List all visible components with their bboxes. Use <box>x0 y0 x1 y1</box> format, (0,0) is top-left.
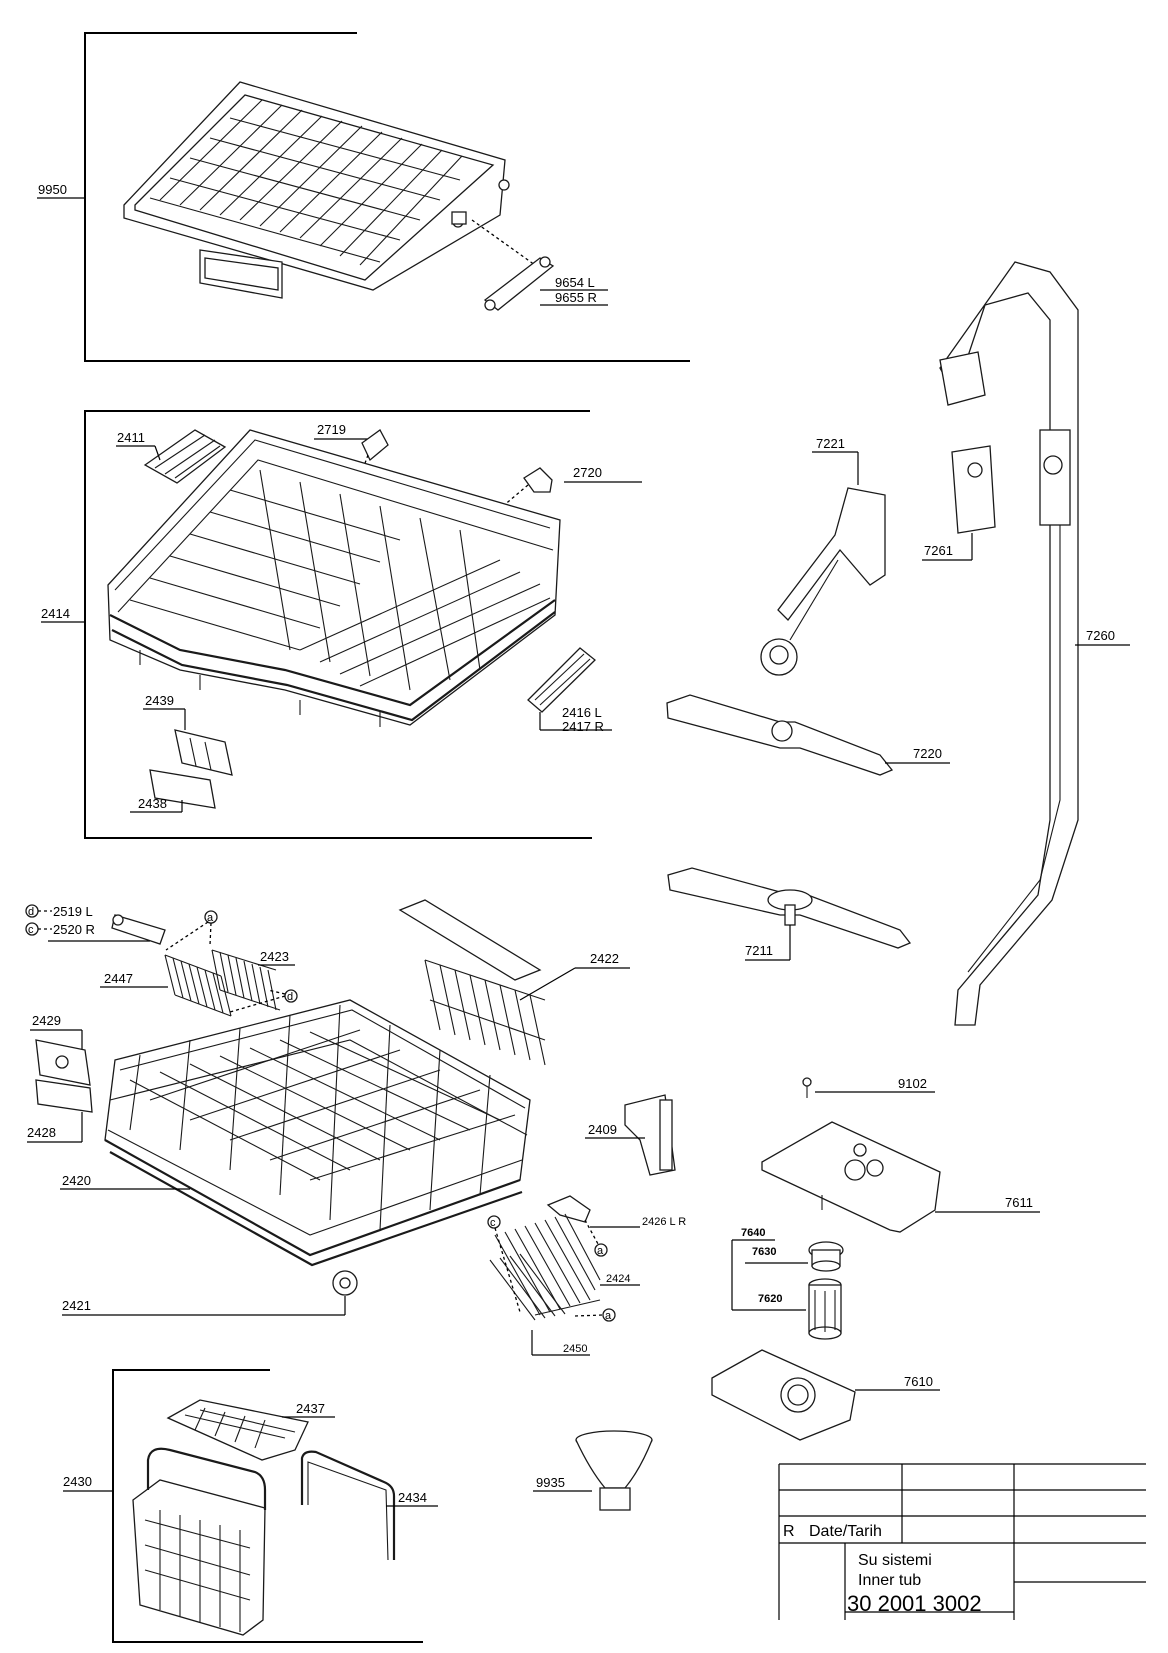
group-frame-9950 <box>84 32 690 362</box>
part-2719-clip <box>361 429 389 462</box>
label-7260: 7260 <box>1086 628 1115 643</box>
group-2430-cutlery-basket: 2430 2437 <box>63 1369 438 1643</box>
part-7611-sump-cover <box>761 1121 941 1233</box>
svg-text:a: a <box>597 1245 604 1257</box>
callout-c-2 <box>487 1215 501 1229</box>
part-2720-clip <box>523 467 553 493</box>
part-2438-cap <box>149 769 216 809</box>
part-7211-lower-spray-arm <box>667 867 912 949</box>
svg-text:c: c <box>28 924 34 936</box>
label-7220: 7220 <box>913 746 942 761</box>
part-2422-folding-rack <box>398 899 546 1066</box>
group-9950-cutlery-tray: 9950 <box>37 32 690 362</box>
label-2519: 2519 L <box>53 904 93 919</box>
part-2434-basket-handle <box>300 1450 396 1561</box>
part-7610-filter-plate <box>711 1349 856 1441</box>
part-2409-bracket <box>624 1094 676 1176</box>
label-2416: 2416 L <box>562 705 602 720</box>
label-2420: 2420 <box>62 1173 91 1188</box>
label-2417: 2417 R <box>562 719 604 734</box>
title-block-revision: R <box>783 1523 795 1540</box>
label-9950: 9950 <box>38 182 67 197</box>
label-7261: 7261 <box>924 543 953 558</box>
label-2414: 2414 <box>41 606 70 621</box>
label-2424: 2424 <box>606 1273 630 1285</box>
title-block: R Date/Tarih Su sistemi Inner tub 30 200… <box>778 1463 1146 1620</box>
title-block-title-en: Inner tub <box>858 1572 921 1589</box>
label-2411: 2411 <box>117 430 145 445</box>
part-2519-2520-hinge <box>111 914 166 945</box>
svg-text:c: c <box>490 1217 496 1229</box>
cutlery-basket-drawing <box>132 1447 267 1636</box>
cutlery-tray-drawing <box>123 81 510 299</box>
label-7611: 7611 <box>1005 1195 1033 1210</box>
title-block-title-tr: Su sistemi <box>858 1552 932 1569</box>
part-2416-2417-rail-clip <box>527 647 596 713</box>
label-9654: 9654 L <box>555 275 595 290</box>
label-2429: 2429 <box>32 1013 61 1028</box>
part-2428-cap <box>35 1079 93 1113</box>
part-7630-coarse-filter <box>808 1241 844 1272</box>
group-sump-filter: 9102 7611 7640 7630 7620 <box>711 1076 1040 1441</box>
part-7260-supply-pipe <box>939 261 1079 1026</box>
label-2520: 2520 R <box>53 922 95 937</box>
label-2434: 2434 <box>398 1490 427 1505</box>
svg-text:a: a <box>605 1310 612 1322</box>
label-7620: 7620 <box>758 1293 782 1305</box>
label-2421: 2421 <box>62 1298 91 1313</box>
label-2719: 2719 <box>317 422 346 437</box>
callout-a-3 <box>602 1308 616 1322</box>
part-2423-tine-row <box>211 949 281 1011</box>
part-7221-spray-feed <box>760 487 886 676</box>
label-7640: 7640 <box>741 1227 765 1239</box>
group-lower-basket: d c 2519 L 2520 R a 2423 <box>25 899 686 1356</box>
part-7620-micro-filter <box>808 1278 842 1340</box>
label-2450: 2450 <box>563 1343 587 1355</box>
part-7220-upper-spray-arm <box>666 694 894 776</box>
part-2411-tine-clip <box>143 429 227 484</box>
label-2426: 2426 L R <box>642 1216 686 1228</box>
label-7211: 7211 <box>745 943 773 958</box>
svg-text:d: d <box>28 906 34 918</box>
group-frame-2414 <box>84 410 592 839</box>
part-2424-2450-tine-racks <box>489 1213 601 1321</box>
title-block-date-label: Date/Tarih <box>809 1523 882 1540</box>
svg-text:a: a <box>207 912 214 924</box>
callout-a-2 <box>594 1243 608 1257</box>
part-2421-wheel <box>332 1270 358 1296</box>
label-2422: 2422 <box>590 951 619 966</box>
part-9935-salt-funnel <box>575 1430 653 1511</box>
label-2439: 2439 <box>145 693 174 708</box>
group-frame-2430 <box>112 1369 423 1643</box>
part-7261-connector <box>951 445 996 534</box>
label-2720: 2720 <box>573 465 602 480</box>
label-9655: 9655 R <box>555 290 597 305</box>
title-block-doc-number: 30 2001 3002 <box>847 1591 982 1616</box>
part-2447-tine-row <box>164 954 232 1017</box>
lower-basket-drawing <box>104 999 531 1267</box>
label-2428: 2428 <box>27 1125 56 1140</box>
label-2438: 2438 <box>138 796 167 811</box>
group-spray-system: 7260 7261 7221 7220 721 <box>666 261 1130 1026</box>
part-9102-screw <box>802 1077 812 1098</box>
label-9102: 9102 <box>898 1076 927 1091</box>
part-2429-cover <box>35 1039 91 1086</box>
label-2437: 2437 <box>296 1401 325 1416</box>
part-2437-basket-lid <box>166 1399 309 1461</box>
label-7610: 7610 <box>904 1374 933 1389</box>
label-2430: 2430 <box>63 1474 92 1489</box>
part-2439-cover <box>174 729 233 776</box>
label-2423: 2423 <box>260 949 289 964</box>
label-2447: 2447 <box>104 971 133 986</box>
label-9935: 9935 <box>536 1475 565 1490</box>
label-7630: 7630 <box>752 1246 776 1258</box>
group-2414-upper-basket: 2414 2411 2719 2720 <box>41 410 642 839</box>
svg-text:d: d <box>287 991 293 1003</box>
rail-end-cap-9654-9655 <box>483 256 555 311</box>
label-2409: 2409 <box>588 1122 617 1137</box>
label-7221: 7221 <box>816 436 845 451</box>
upper-basket-drawing <box>107 429 561 727</box>
part-2426-clip <box>546 1195 591 1223</box>
